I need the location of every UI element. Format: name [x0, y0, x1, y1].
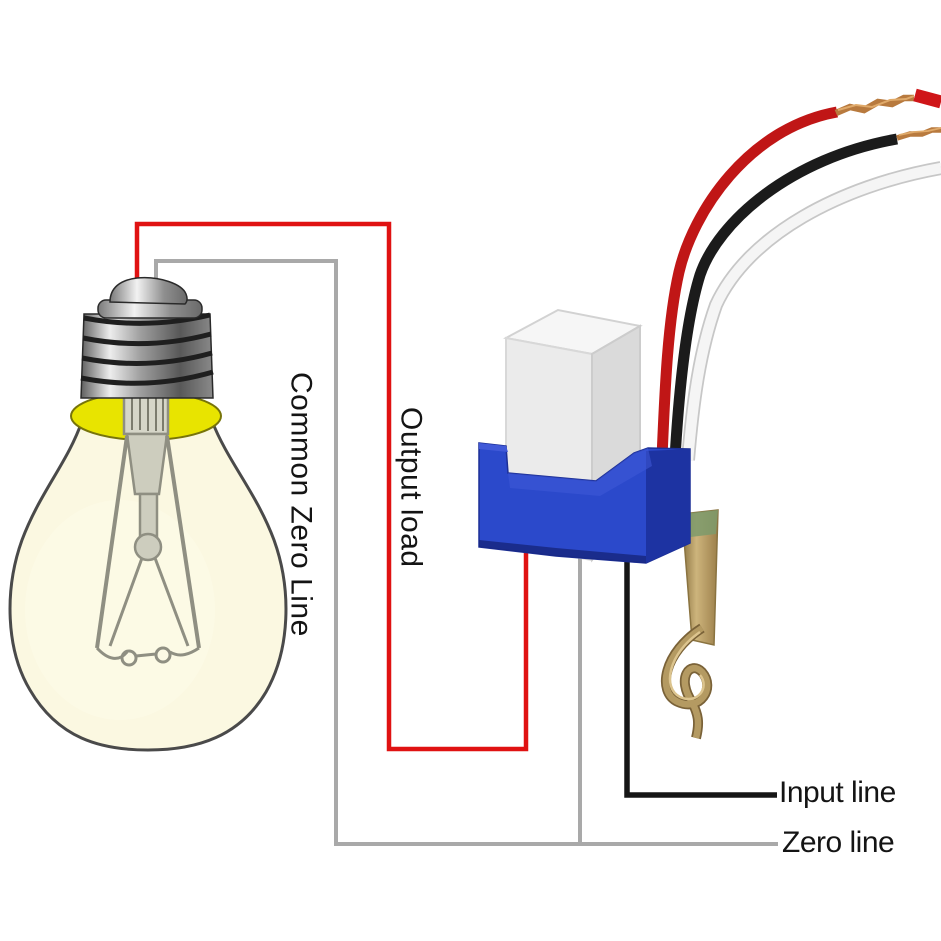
black-lead-copper-strand — [898, 127, 941, 136]
switch-base-rim-highlight — [479, 443, 508, 452]
input-line-wire — [624, 552, 777, 798]
schematic-lines — [134, 221, 778, 846]
switch-base-bottom-shadow — [479, 540, 646, 563]
screw-tip-dome — [109, 276, 188, 305]
label-common-zero-line: Common Zero Line — [284, 372, 318, 637]
switch-base-collar — [508, 448, 652, 496]
bulb-screw-cap — [80, 276, 214, 399]
white-lead-wire — [682, 162, 941, 461]
label-input-line: Input line — [779, 776, 896, 809]
photocell-switch — [478, 88, 941, 740]
red-lead-copper-strand — [837, 95, 915, 111]
label-output-load: Output load — [394, 407, 428, 568]
red-lead-tip — [913, 88, 941, 109]
light-bulb — [8, 276, 288, 752]
switch-base-side — [646, 449, 690, 563]
red-lead-wire — [656, 106, 838, 459]
output-load-line — [134, 221, 529, 752]
black-lead-wire — [669, 133, 898, 459]
switch-base — [478, 442, 691, 564]
common-zero-line-wire — [154, 259, 778, 846]
bulb-glass-sheen — [25, 500, 215, 720]
label-zero-line: Zero line — [782, 826, 895, 859]
mounting-bracket — [660, 509, 719, 740]
lead-wires — [656, 88, 941, 461]
bulb-filament — [95, 392, 201, 667]
